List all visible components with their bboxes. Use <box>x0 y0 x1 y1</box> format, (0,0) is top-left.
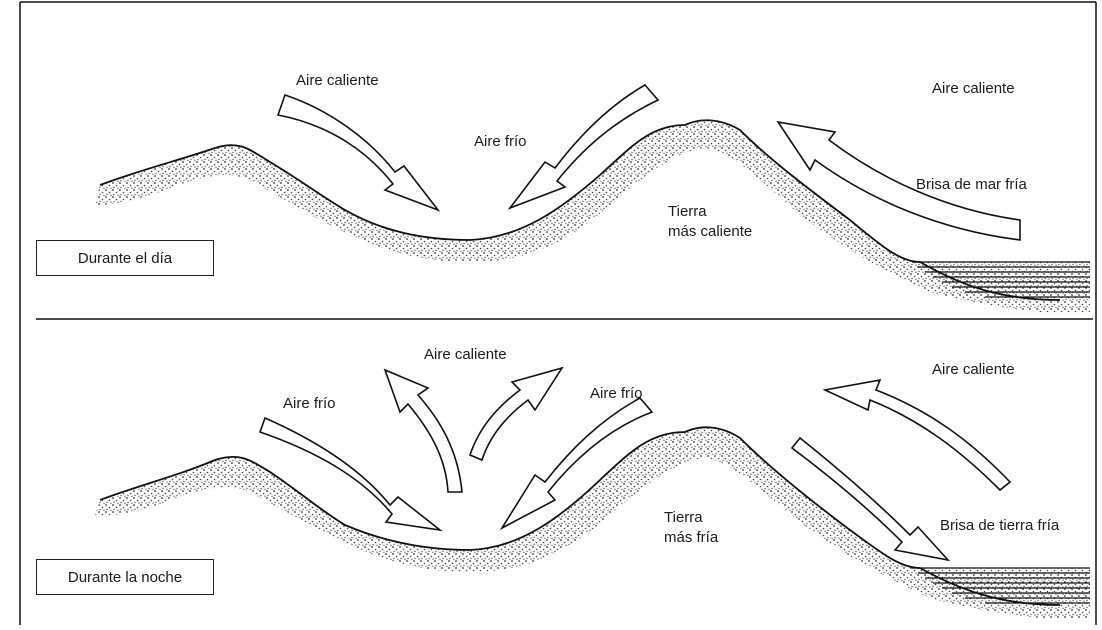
day-panel-label-box: Durante el día <box>36 240 214 276</box>
night-cold-air-left-arrow <box>260 418 440 530</box>
day-label-warm-air-left: Aire caliente <box>296 72 379 90</box>
night-land-breeze-arrow <box>792 438 948 560</box>
night-warm-air-up-right-arrow <box>470 368 562 460</box>
day-label-sea-breeze: Brisa de mar fría <box>916 176 1027 194</box>
night-label-land-line2: más fría <box>664 529 718 547</box>
day-label-warm-air-right: Aire caliente <box>932 80 1015 98</box>
night-label-warm-air-center: Aire caliente <box>424 346 507 364</box>
night-label-cold-air-left: Aire frío <box>283 395 336 413</box>
night-label-land-line1: Tierra <box>664 509 703 527</box>
night-warm-air-right-arrow <box>825 380 1010 490</box>
night-panel-label-box: Durante la noche <box>36 559 214 595</box>
night-panel <box>95 368 1090 618</box>
day-panel <box>95 85 1090 312</box>
day-panel-label: Durante el día <box>78 250 172 267</box>
day-label-land-line1: Tierra <box>668 203 707 221</box>
day-label-cold-air: Aire frío <box>474 133 527 151</box>
night-label-warm-air-right: Aire caliente <box>932 361 1015 379</box>
night-warm-air-up-left-arrow <box>385 370 462 492</box>
night-label-land-breeze: Brisa de tierra fría <box>940 517 1059 535</box>
night-label-cold-air-center: Aire frío <box>590 385 643 403</box>
night-panel-label: Durante la noche <box>68 569 182 586</box>
day-label-land-line2: más caliente <box>668 223 752 241</box>
